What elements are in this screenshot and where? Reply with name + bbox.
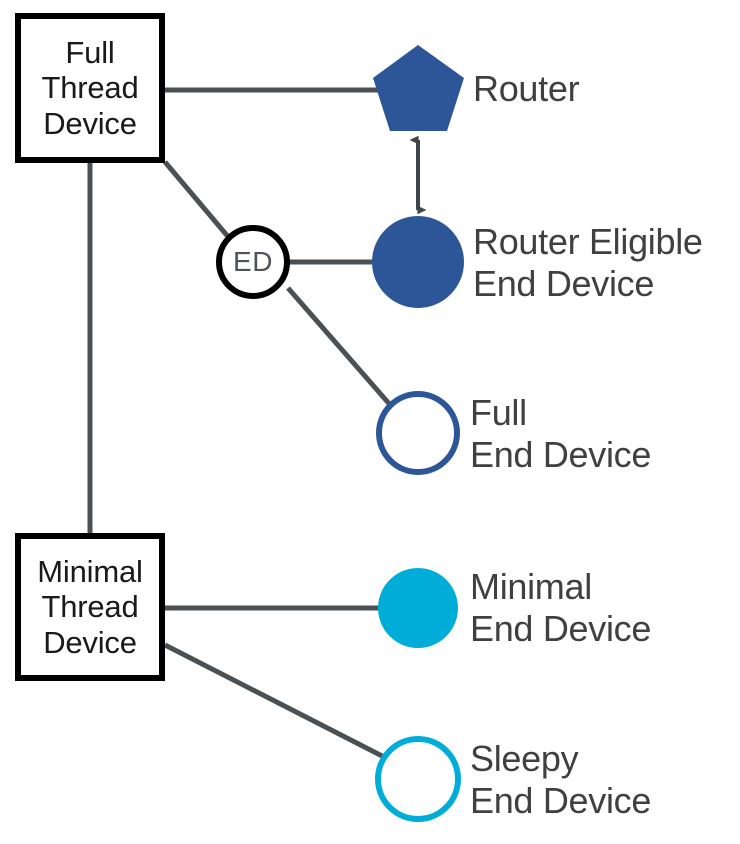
full-end-device-circle-icon (376, 391, 460, 475)
connector-ftd-to-ed (163, 160, 232, 241)
connector-ed-to-fed (286, 286, 394, 409)
node-full-thread-device: Full Thread Device (15, 13, 165, 163)
router-pentagon-icon (373, 45, 464, 131)
legend-label-router: Router (473, 68, 580, 109)
sleepy-end-device-circle-icon (375, 736, 461, 822)
minimal-end-device-circle-icon (378, 568, 458, 648)
node-end-device-marker: ED (216, 225, 290, 299)
legend-label-sleepy-end-device: Sleepy End Device (470, 738, 652, 821)
router-eligible-end-device-circle-icon (372, 216, 464, 308)
node-end-device-marker-label: ED (233, 246, 273, 277)
legend-label-router-eligible-end-device: Router Eligible End Device (473, 221, 703, 304)
node-full-thread-device-label: Full Thread Device (41, 35, 139, 141)
node-minimal-thread-device: Minimal Thread Device (15, 533, 165, 681)
legend-label-minimal-end-device: Minimal End Device (470, 566, 652, 649)
legend-label-full-end-device: Full End Device (470, 392, 652, 475)
node-minimal-thread-device-label: Minimal Thread Device (37, 554, 143, 660)
connector-mtd-to-sed (163, 642, 392, 763)
